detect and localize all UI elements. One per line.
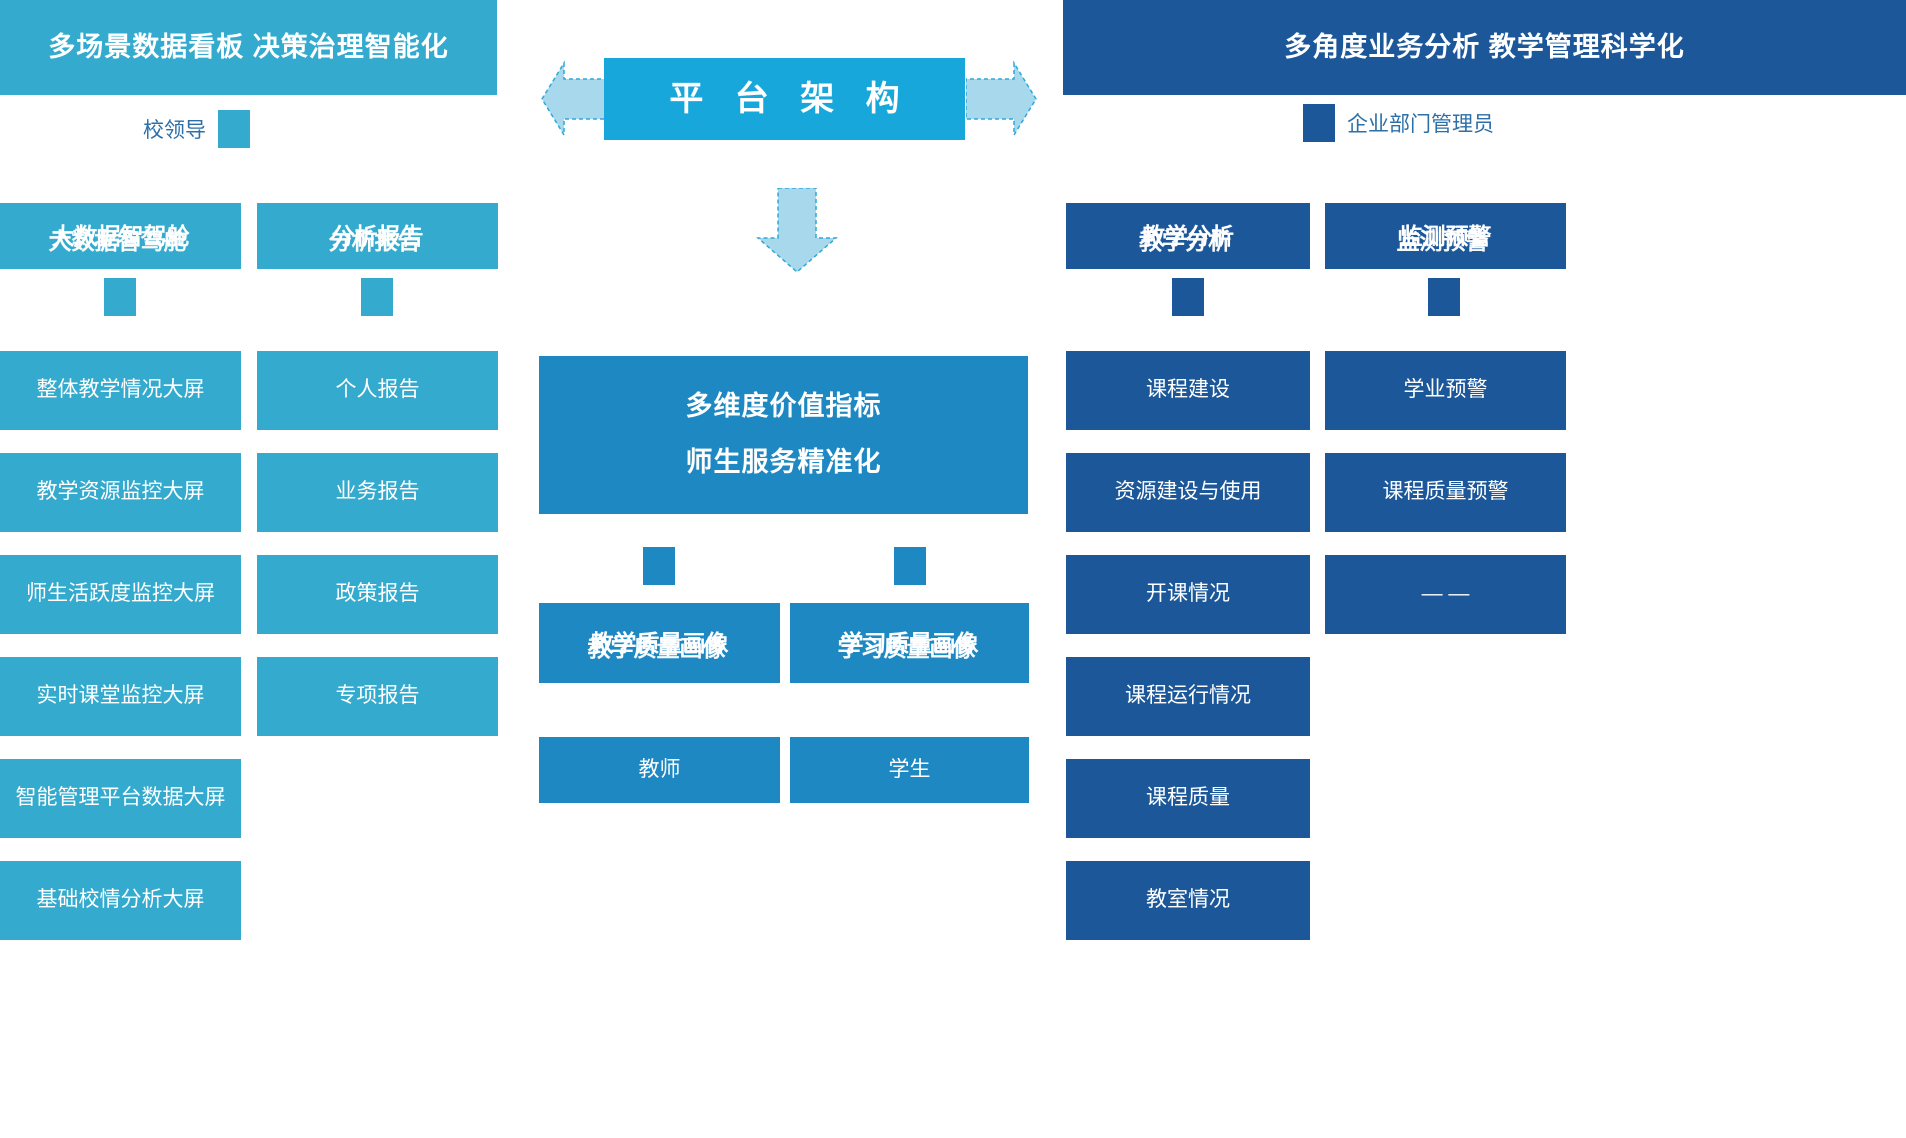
cell-label: 学生 xyxy=(888,757,931,781)
cell-teaching-1[interactable]: 资源建设与使用 xyxy=(1066,453,1310,532)
cell-label: 课程运行情况 xyxy=(1125,684,1251,708)
cell-label: 资源建设与使用 xyxy=(1114,480,1262,504)
cell-label: 教室情况 xyxy=(1146,888,1230,912)
center-value-line2: 师生服务精准化 xyxy=(685,447,882,477)
cell-big-data-4[interactable]: 智能管理平台数据大屏 xyxy=(0,759,241,838)
legend-left-label: 校领导 xyxy=(143,119,206,142)
connector-analysis-report xyxy=(361,278,393,316)
connector-monitor-warning xyxy=(1428,278,1460,316)
column-header-text: 监测预警 xyxy=(1397,222,1492,255)
cell-warning-1[interactable]: 课程质量预警 xyxy=(1325,453,1566,532)
cell-label: 学业预警 xyxy=(1403,378,1488,402)
portrait-sub-student[interactable]: 学生 xyxy=(790,737,1029,803)
column-header-analysis-report[interactable]: 分析报告 xyxy=(257,203,498,269)
portrait-header-learning[interactable]: 学习质量画像 xyxy=(790,603,1029,683)
cell-label: 课程质量 xyxy=(1146,786,1230,810)
cell-warning-0[interactable]: 学业预警 xyxy=(1325,351,1566,430)
cell-label: 教学资源监控大屏 xyxy=(36,480,205,504)
cell-label: 开课情况 xyxy=(1146,582,1230,606)
cell-teaching-5[interactable]: 教室情况 xyxy=(1066,861,1310,940)
column-header-monitor-warning[interactable]: 监测预警 xyxy=(1325,203,1566,269)
legend-enterprise-admin: 企业部门管理员 xyxy=(1303,104,1494,142)
cell-warning-2[interactable]: — — xyxy=(1325,555,1566,634)
cell-label: 师生活跃度监控大屏 xyxy=(26,582,215,606)
cell-teaching-2[interactable]: 开课情况 xyxy=(1066,555,1310,634)
column-header-big-data-cockpit[interactable]: 大数据智驾舱 xyxy=(0,203,241,269)
cell-big-data-0[interactable]: 整体教学情况大屏 xyxy=(0,351,241,430)
cell-teaching-4[interactable]: 课程质量 xyxy=(1066,759,1310,838)
center-value-line1: 多维度价值指标 xyxy=(685,391,882,422)
cell-teaching-0[interactable]: 课程建设 xyxy=(1066,351,1310,430)
cell-teaching-3[interactable]: 课程运行情况 xyxy=(1066,657,1310,736)
portrait-sub-teacher[interactable]: 教师 xyxy=(539,737,780,803)
portrait-header-text: 学习质量画像 xyxy=(838,629,979,662)
connector-teaching-portrait xyxy=(643,547,675,585)
column-header-text: 大数据智驾舱 xyxy=(49,222,190,255)
cell-label: 教师 xyxy=(638,757,681,781)
cell-label: 业务报告 xyxy=(335,480,420,504)
cell-report-3[interactable]: 专项报告 xyxy=(257,657,498,736)
cell-label: — — xyxy=(1421,582,1470,606)
arrow-left-icon xyxy=(541,60,612,138)
cell-label: 基础校情分析大屏 xyxy=(36,888,205,912)
arrow-down-icon xyxy=(755,188,839,273)
cell-label: 整体教学情况大屏 xyxy=(36,378,205,402)
legend-navy-swatch xyxy=(1303,104,1335,142)
banner-left: 多场景数据看板 决策治理智能化 xyxy=(0,0,497,95)
platform-title-text: 平 台 架 构 xyxy=(669,79,911,118)
cell-big-data-2[interactable]: 师生活跃度监控大屏 xyxy=(0,555,241,634)
arrow-right-icon xyxy=(966,60,1037,138)
cell-label: 课程建设 xyxy=(1146,378,1230,402)
column-header-text: 分析报告 xyxy=(329,222,424,255)
banner-left-text: 多场景数据看板 决策治理智能化 xyxy=(48,31,449,62)
cell-label: 智能管理平台数据大屏 xyxy=(15,786,226,810)
cell-label: 实时课堂监控大屏 xyxy=(36,684,205,708)
banner-right: 多角度业务分析 教学管理科学化 xyxy=(1063,0,1906,95)
column-header-text: 教学分析 xyxy=(1139,222,1234,255)
legend-right-label: 企业部门管理员 xyxy=(1347,113,1494,136)
connector-teaching-analysis xyxy=(1172,278,1204,316)
portrait-header-teaching[interactable]: 教学质量画像 xyxy=(539,603,780,683)
cell-label: 个人报告 xyxy=(335,378,420,402)
cell-report-1[interactable]: 业务报告 xyxy=(257,453,498,532)
cell-report-2[interactable]: 政策报告 xyxy=(257,555,498,634)
platform-title: 平 台 架 构 xyxy=(604,58,965,140)
cell-big-data-5[interactable]: 基础校情分析大屏 xyxy=(0,861,241,940)
cell-report-0[interactable]: 个人报告 xyxy=(257,351,498,430)
cell-label: 专项报告 xyxy=(335,684,420,708)
legend-cyan-swatch xyxy=(218,110,250,148)
cell-label: 课程质量预警 xyxy=(1382,480,1509,504)
center-value-block: 多维度价值指标 师生服务精准化 xyxy=(539,356,1028,514)
connector-big-data-cockpit xyxy=(104,278,136,316)
banner-right-text: 多角度业务分析 教学管理科学化 xyxy=(1284,31,1685,62)
portrait-header-text: 教学质量画像 xyxy=(588,629,729,662)
column-header-teaching-analysis[interactable]: 教学分析 xyxy=(1066,203,1310,269)
legend-school-leader: 校领导 xyxy=(143,110,250,148)
cell-label: 政策报告 xyxy=(335,582,420,606)
cell-big-data-3[interactable]: 实时课堂监控大屏 xyxy=(0,657,241,736)
connector-learning-portrait xyxy=(894,547,926,585)
cell-big-data-1[interactable]: 教学资源监控大屏 xyxy=(0,453,241,532)
